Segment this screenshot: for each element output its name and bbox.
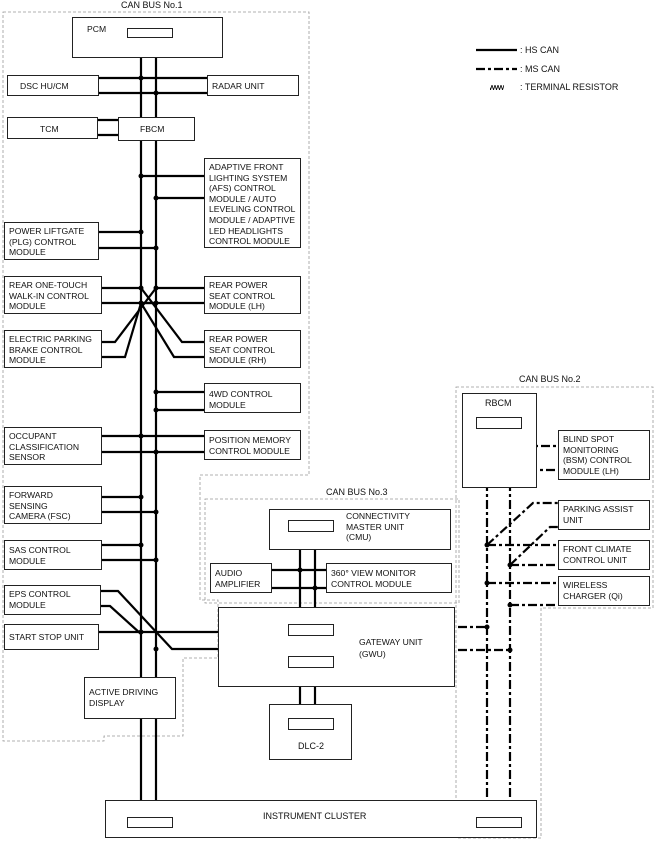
position-memory-box: POSITION MEMORY CONTROL MODULE [204, 430, 301, 460]
cluster-connector-left [127, 817, 173, 828]
wireless-charger-box: WIRELESS CHARGER (Qi) [558, 576, 650, 606]
front-climate-control-box: FRONT CLIMATE CONTROL UNIT [558, 540, 650, 570]
afs-control-module-box: ADAPTIVE FRONT LIGHTING SYSTEM (AFS) CON… [204, 158, 301, 248]
legend-terminal-resistor: : TERMINAL RESISTOR [520, 82, 619, 92]
active-driving-display-box: ACTIVE DRIVING DISPLAY [84, 677, 176, 719]
rear-seat-rh-box: REAR POWER SEAT CONTROL MODULE (RH) [204, 330, 301, 368]
rbcm-label: RBCM [485, 398, 512, 408]
parking-assist-unit-box: PARKING ASSIST UNIT [558, 500, 650, 530]
cluster-connector-right [476, 817, 522, 828]
bus3-label: CAN BUS No.3 [326, 487, 388, 497]
radar-unit-box: RADAR UNIT [207, 75, 299, 96]
sas-control-module-box: SAS CONTROL MODULE [4, 540, 102, 570]
bus2-region-outline [455, 386, 654, 839]
rbcm-box [462, 393, 537, 488]
gateway-unit-label: GATEWAY UNIT (GWU) [359, 637, 423, 659]
cmu-connector [288, 520, 334, 532]
occupant-classification-sensor-box: OCCUPANT CLASSIFICATION SENSOR [4, 427, 102, 465]
fbcm-box: FBCM [118, 117, 195, 141]
bsm-control-module-box: BLIND SPOT MONITORING (BSM) CONTROL MODU… [558, 430, 650, 480]
epb-control-module-box: ELECTRIC PARKING BRAKE CONTROL MODULE [4, 330, 102, 368]
bus1-label: CAN BUS No.1 [121, 0, 183, 10]
dlc2-label: DLC-2 [298, 741, 325, 751]
dlc2-box [269, 704, 352, 760]
tcm-box: TCM [7, 117, 98, 139]
gateway-unit-box [218, 607, 455, 687]
bus3-region-outline [204, 498, 460, 604]
plg-control-module-box: POWER LIFTGATE (PLG) CONTROL MODULE [4, 222, 99, 260]
start-stop-unit-box: START STOP UNIT [4, 624, 99, 650]
dsc-hu-cm-box: DSC HU/CM [7, 75, 99, 96]
rear-seat-lh-box: REAR POWER SEAT CONTROL MODULE (LH) [204, 276, 301, 314]
eps-control-module-box: EPS CONTROL MODULE [4, 585, 101, 615]
gwu-connector-bottom [288, 656, 334, 668]
bus1-region-outline [2, 11, 310, 742]
instrument-cluster-box [105, 800, 537, 838]
audio-amplifier-box: AUDIO AMPLIFIER [210, 563, 272, 593]
pcm-connector [127, 28, 173, 38]
cmu-label: CONNECTIVITY MASTER UNIT (CMU) [346, 511, 410, 543]
gwu-connector-top [288, 624, 334, 636]
rbcm-connector [476, 417, 522, 429]
legend-ms-can: : MS CAN [520, 64, 561, 74]
fsc-box: FORWARD SENSING CAMERA (FSC) [4, 486, 102, 524]
bus2-label: CAN BUS No.2 [519, 374, 581, 384]
dlc2-connector [288, 718, 334, 730]
360-view-monitor-box: 360° VIEW MONITOR CONTROL MODULE [326, 563, 452, 593]
4wd-control-module-box: 4WD CONTROL MODULE [204, 383, 301, 413]
rear-walkin-control-module-box: REAR ONE-TOUCH WALK-IN CONTROL MODULE [4, 276, 102, 314]
instrument-cluster-label: INSTRUMENT CLUSTER [263, 811, 367, 821]
legend-hs-can: : HS CAN [520, 45, 560, 55]
